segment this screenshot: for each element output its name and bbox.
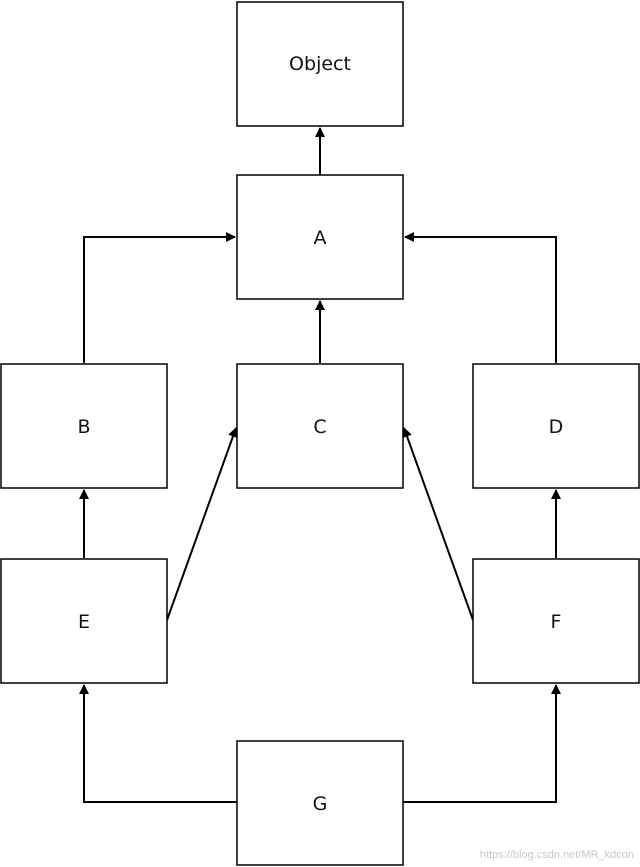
edge-g-to-e (79, 684, 237, 803)
node-g-label: G (313, 793, 328, 815)
node-a: A (236, 174, 404, 300)
node-f: F (472, 558, 640, 684)
node-object-label: Object (289, 53, 351, 75)
node-c: C (236, 363, 404, 489)
edge-e-to-c (166, 427, 238, 621)
node-object: Object (236, 1, 404, 127)
node-d-label: D (549, 416, 564, 438)
node-b: B (0, 363, 168, 489)
node-e: E (0, 558, 168, 684)
edges (79, 127, 561, 803)
node-e-label: E (78, 611, 90, 633)
edge-d-to-a (404, 232, 557, 363)
edge-g-to-f (403, 684, 561, 803)
node-c-label: C (313, 416, 326, 438)
node-d: D (472, 363, 640, 489)
edge-f-to-c (402, 427, 474, 621)
node-g: G (236, 740, 404, 866)
node-a-label: A (314, 227, 327, 249)
node-f-label: F (551, 611, 562, 633)
edge-b-to-a (83, 232, 236, 363)
watermark-text: https://blog.csdn.net/MR_kdcon (479, 849, 634, 861)
node-b-label: B (77, 416, 90, 438)
